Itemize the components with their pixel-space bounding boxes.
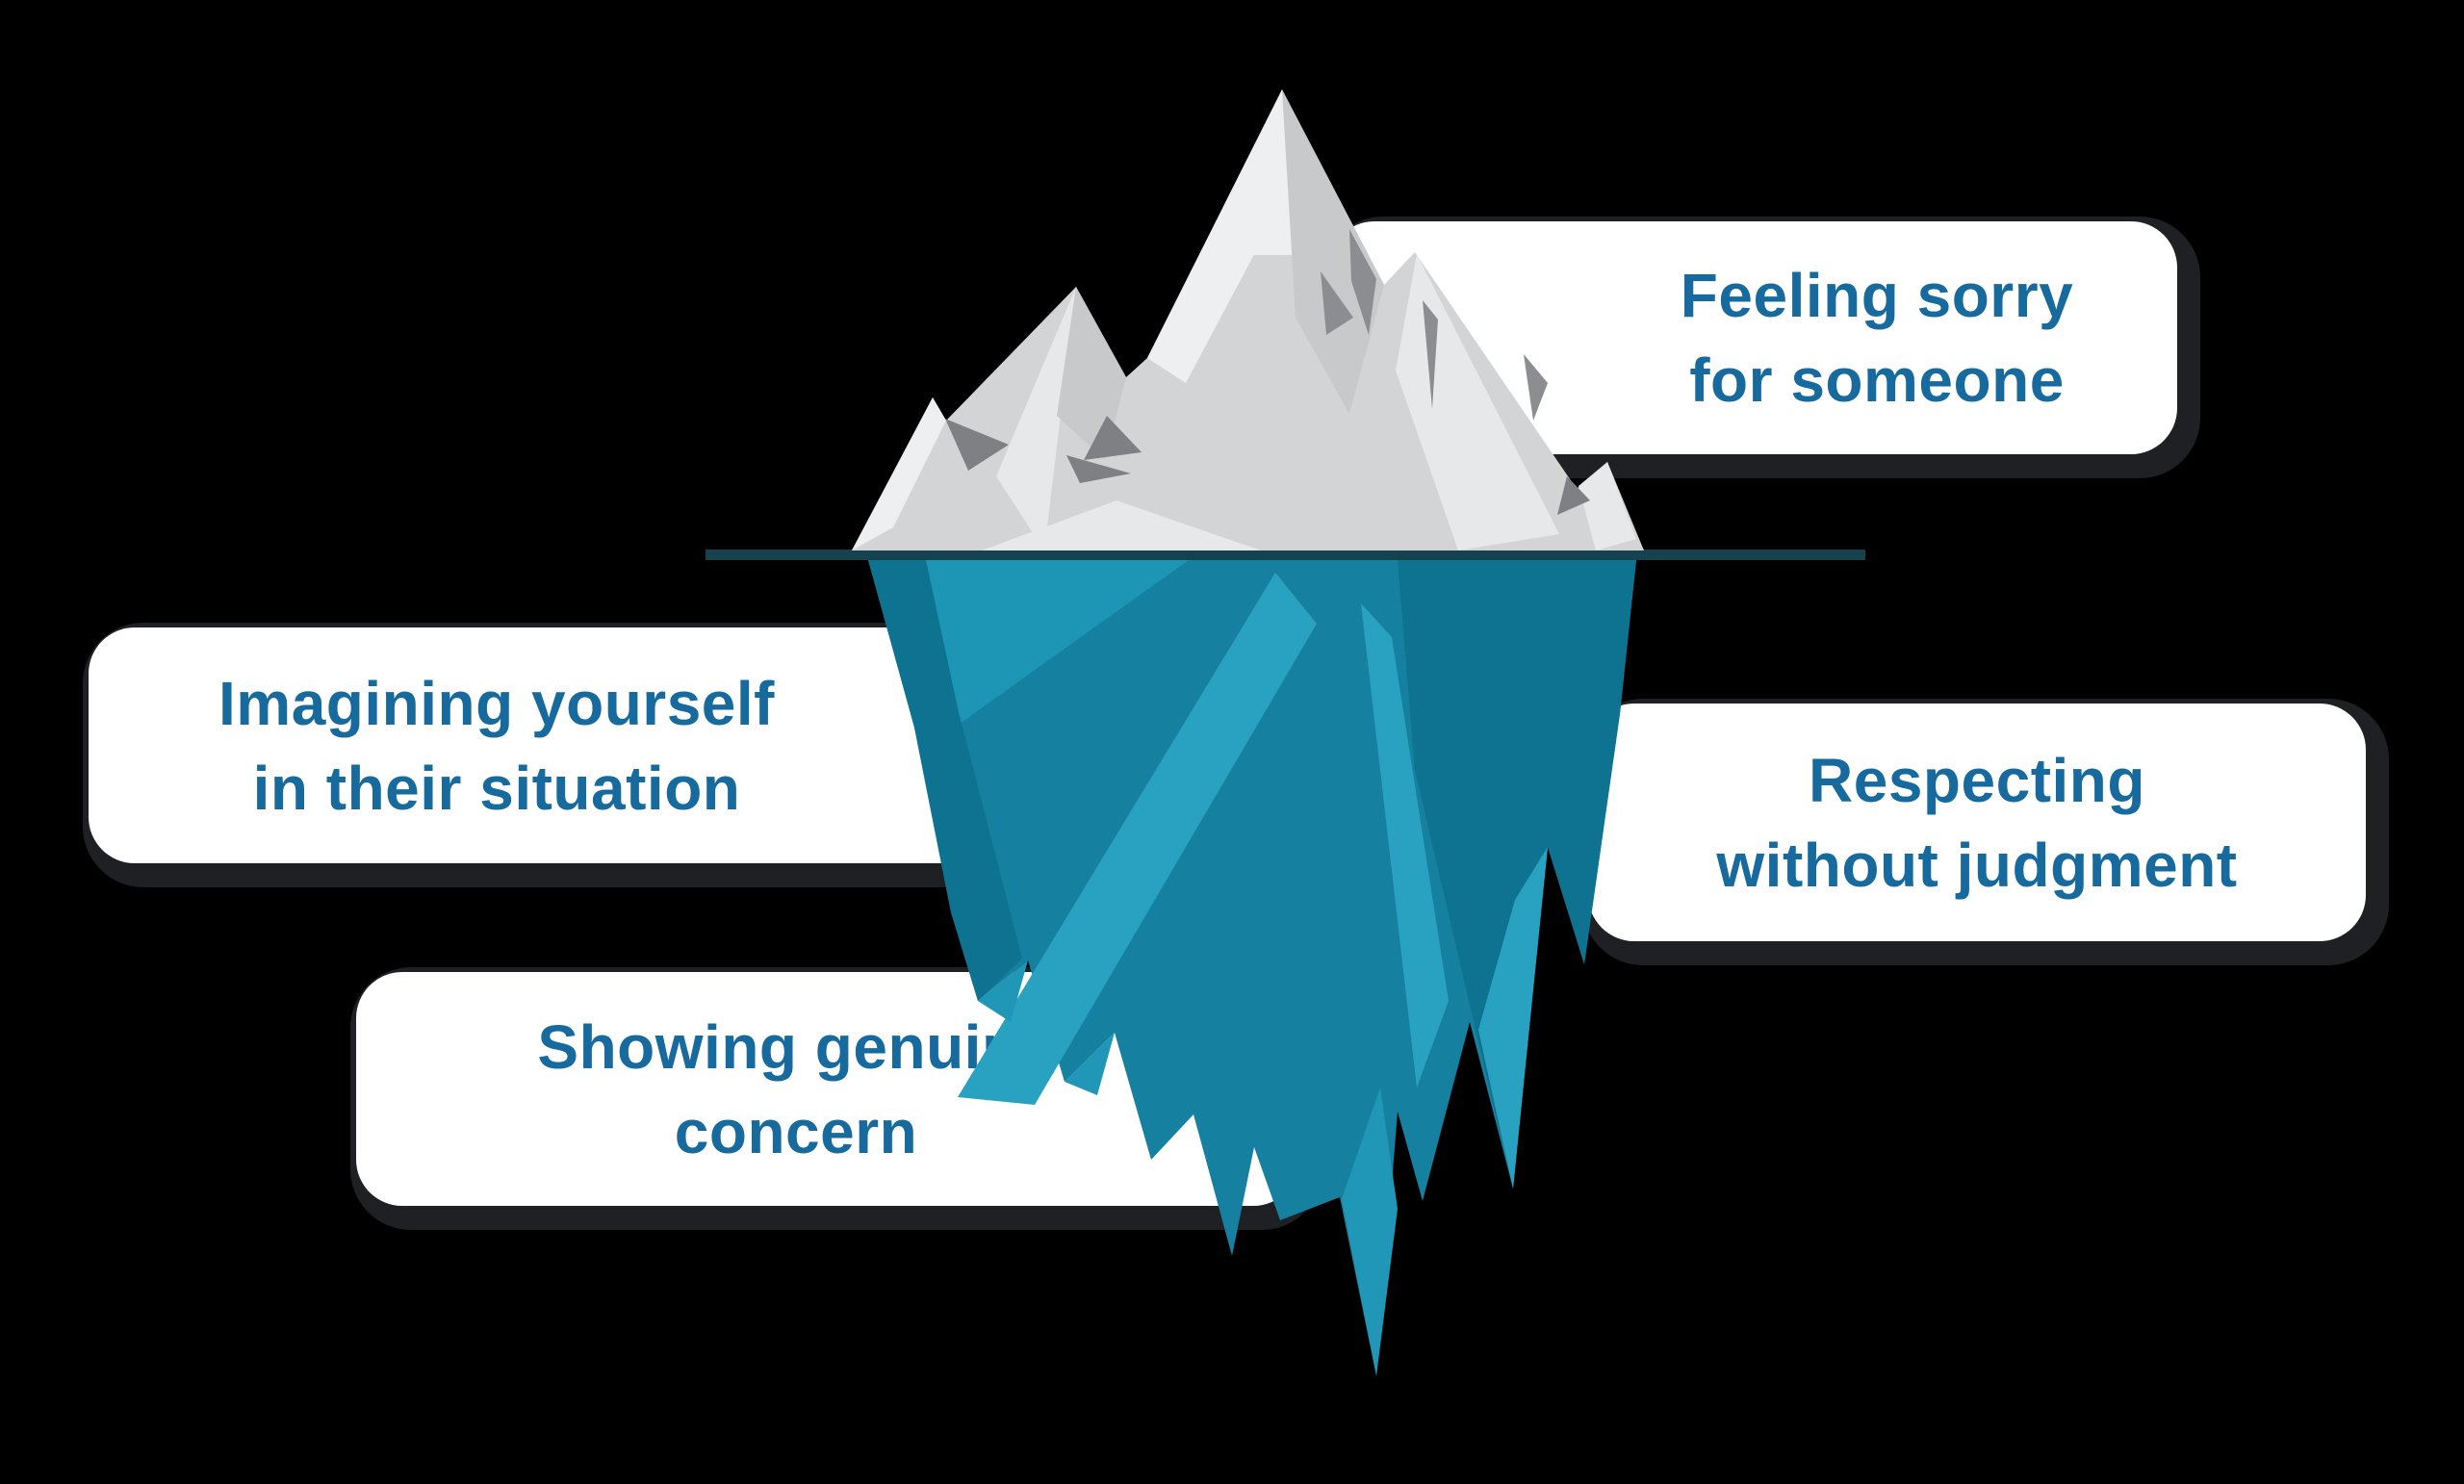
label-card-feeling-sorry: Feeling sorry for someone [1328,221,2177,454]
card-text-line: Feeling sorry [1680,261,2074,330]
label-card-showing-concern: Showing genuine concern [356,972,1299,1206]
iceberg-bottom-facet [1478,847,1548,1189]
iceberg-top-facet [852,397,946,550]
iceberg-top-facet [1066,455,1131,483]
waterline [706,550,1865,560]
label-card-imagining-yourself: Imagining yourself in their situation [89,627,1001,863]
iceberg-top-facet [982,500,1261,550]
iceberg-top-facet [1084,416,1142,460]
iceberg-top-facet [1057,287,1126,460]
card-text-line: Imagining yourself [218,668,775,738]
iceberg-top-facet [1211,90,1352,255]
card-text-line: without judgment [1716,830,2238,900]
iceberg-top-facet [945,419,1009,471]
card-text-line: for someone [1689,345,2065,415]
label-card-respecting: Respecting without judgment [1588,704,2366,941]
card-text-line: Showing genuine [537,1011,1055,1082]
iceberg-top-facet [1557,476,1590,515]
card-text-line: in their situation [252,753,741,823]
iceberg-top-facet [996,287,1076,550]
card-text-line: concern [674,1096,918,1166]
iceberg-top-facet [1578,462,1636,550]
iceberg-bottom-facet [1342,1087,1398,1376]
card-text-line: Respecting [1809,745,2145,815]
iceberg-bottom-facet [1361,603,1449,1087]
iceberg-top-facet [1147,90,1282,383]
